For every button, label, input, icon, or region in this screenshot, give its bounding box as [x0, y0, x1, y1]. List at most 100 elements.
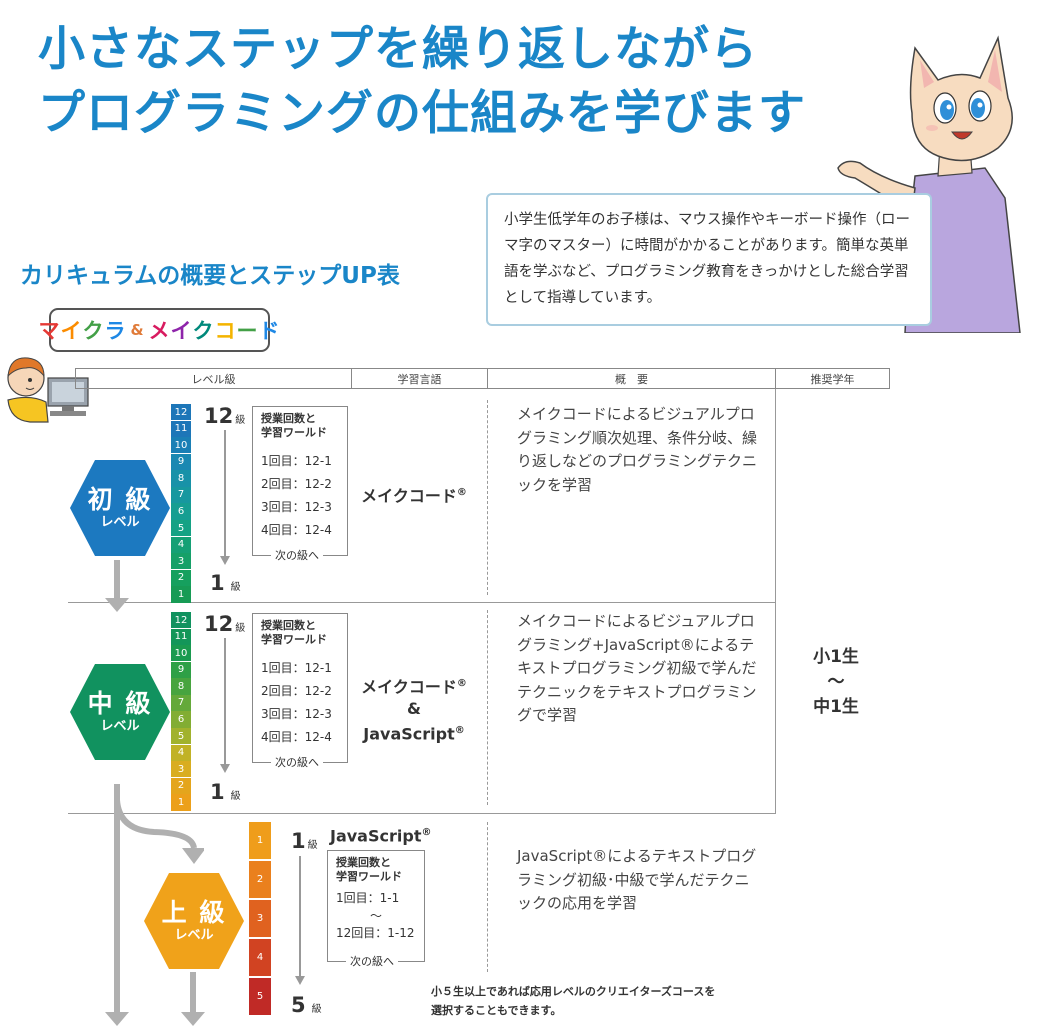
arrow-down-icon: [220, 556, 230, 565]
row-divider: [68, 813, 775, 814]
lesson-item: 2回目：12-2: [261, 684, 332, 698]
level-step: 6: [171, 503, 191, 520]
level-step: 12: [171, 404, 191, 421]
level-step: 6: [171, 711, 191, 728]
level-step: 2: [249, 861, 271, 898]
badge-char: メ: [148, 319, 171, 343]
advanced-progress-arrow: [299, 856, 301, 978]
lesson-item: 12回目：1-12: [336, 926, 415, 940]
header-grade: 推奨学年: [810, 372, 855, 386]
row-divider: [68, 602, 775, 603]
lesson-item: 2回目：12-2: [261, 477, 332, 491]
level-step: 9: [171, 453, 191, 470]
level-step: 5: [171, 728, 191, 745]
recommended-grade: 小1生 ～ 中1生: [813, 647, 859, 717]
lesson-item: 3回目：12-3: [261, 707, 332, 721]
beginner-description: メイクコードによるビジュアルプログラミング順次処理、条件分岐、繰り返しなどのプロ…: [517, 405, 758, 494]
arrow-down-icon: [105, 1012, 129, 1026]
advanced-title: 上 級: [161, 898, 227, 927]
header-level: レベル級: [76, 369, 352, 388]
level-step: 3: [171, 761, 191, 778]
beginner-level-label: レベル: [100, 515, 140, 530]
intermediate-title: 中 級: [87, 689, 153, 718]
lesson-item: 4回目：12-4: [261, 730, 332, 744]
arrow-down-icon: [295, 976, 305, 985]
lesson-item: 1回目：1-1: [336, 891, 400, 905]
arrow-down-icon: [105, 598, 129, 612]
badge-char: ラ: [104, 319, 127, 343]
level-step: 1: [171, 586, 191, 603]
badge-char: コ: [214, 319, 237, 343]
advanced-level-label: レベル: [174, 928, 214, 943]
level-step: 2: [171, 777, 191, 794]
badge-char: ド: [258, 319, 281, 343]
level-step: 4: [171, 744, 191, 761]
branch-arrow: [114, 800, 204, 864]
level-step: 7: [171, 694, 191, 712]
level-step: 7: [171, 486, 191, 504]
badge-char: イ: [60, 319, 83, 343]
advanced-language: JavaScript®: [330, 826, 432, 846]
speech-box: 小学生低学年のお子様は、マウス操作やキーボード操作（ローマ字のマスター）に時間が…: [486, 193, 932, 326]
level-step: 5: [249, 978, 271, 1015]
badge-char: マ: [38, 319, 61, 343]
lesson-item: 3回目：12-3: [261, 500, 332, 514]
beginner-language: メイクコード®: [361, 486, 467, 506]
header-language: 学習言語: [352, 369, 488, 388]
level-step: 8: [171, 678, 191, 695]
beginner-level-hexagon: 初 級 レベル: [70, 460, 170, 556]
intermediate-progress-arrow: [224, 638, 226, 766]
lesson-item: ～: [370, 909, 383, 923]
grade-column-divider: [775, 389, 776, 814]
creators-course-note: 小５生以上であれば応用レベルのクリエイターズコースを 選択することもできます。: [431, 985, 716, 1017]
flow-arrow: [114, 784, 120, 1014]
intermediate-level-label: レベル: [100, 719, 140, 734]
level-step: 12: [171, 612, 191, 629]
advanced-description: JavaScript®によるテキストプログラミング初級･中級で学んだテクニックの…: [517, 847, 757, 912]
table-header: レベル級 学習言語 概 要 推奨学年: [75, 368, 890, 389]
hero-title-line1: 小さなステップを繰り返しながら: [38, 22, 758, 77]
next-level-label: 次の級へ: [271, 547, 323, 563]
beginner-progress-arrow: [224, 430, 226, 558]
lesson-item: 1回目：12-1: [261, 661, 332, 675]
level-step: 4: [249, 939, 271, 976]
column-divider: [487, 400, 488, 595]
beginner-lesson-box: 授業回数と学習ワールド 1回目：12-1 2回目：12-2 3回目：12-3 4…: [252, 406, 348, 563]
next-level-label: 次の級へ: [346, 953, 398, 969]
column-divider: [487, 610, 488, 805]
flow-arrow: [114, 560, 120, 600]
level-step: 1: [171, 794, 191, 811]
badge-char: ク: [82, 319, 105, 343]
intermediate-level-hexagon: 中 級 レベル: [70, 664, 170, 760]
level-step: 9: [171, 661, 191, 678]
flow-arrow: [190, 972, 196, 1014]
intermediate-language: メイクコード® & JavaScript®: [361, 677, 467, 744]
badge-amp: &: [130, 321, 145, 339]
level-step: 10: [171, 645, 191, 662]
level-step: 11: [171, 420, 191, 437]
hero-title-line2: プログラミングの仕組みを学びます: [38, 86, 806, 141]
hero-title: 小さなステップを繰り返しながら プログラミングの仕組みを学びます: [38, 18, 806, 146]
lesson-item: 1回目：12-1: [261, 454, 332, 468]
level-step: 2: [171, 569, 191, 586]
advanced-lesson-box: 授業回数と学習ワールド 1回目：1-1 ～ 12回目：1-12 次の級へ: [327, 850, 425, 969]
intermediate-description: メイクコードによるビジュアルプログラミング+JavaScript®によるテキスト…: [517, 612, 757, 724]
level-step: 3: [171, 553, 191, 570]
level-step: 1: [249, 822, 271, 859]
next-level-label: 次の級へ: [271, 754, 323, 770]
arrow-down-icon: [181, 1012, 205, 1026]
level-step: 3: [249, 900, 271, 937]
level-step: 8: [171, 470, 191, 487]
column-divider: [487, 822, 488, 972]
kid-at-computer-illustration: [7, 357, 89, 423]
advanced-level-hexagon: 上 級 レベル: [144, 873, 244, 969]
